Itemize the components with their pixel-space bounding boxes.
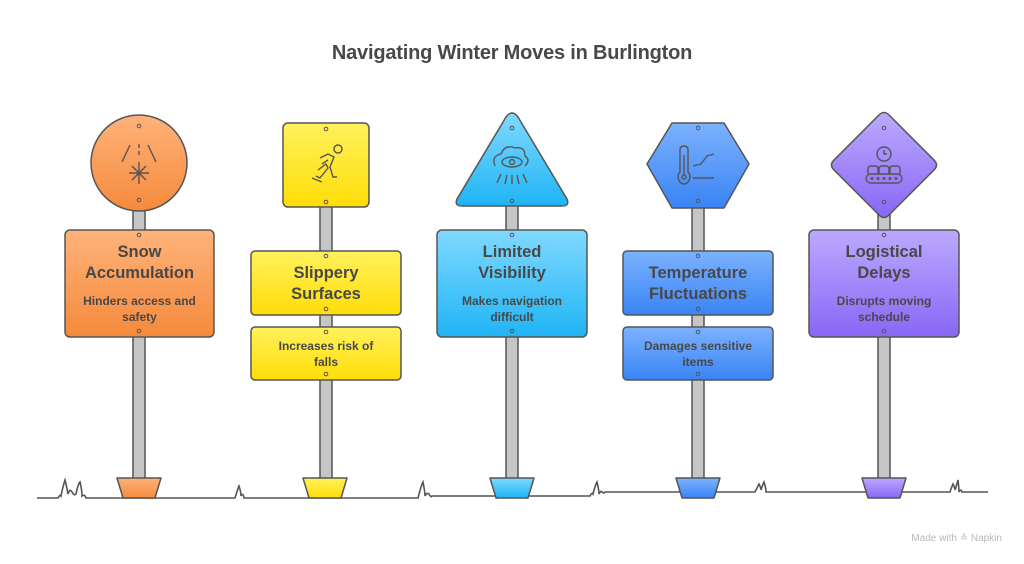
sign-base <box>489 477 535 499</box>
sign-temperature-fluctuations <box>622 122 774 499</box>
sign-logistical-delays <box>808 111 960 499</box>
sign-limited-visibility <box>436 112 588 499</box>
clock-conveyor-icon <box>865 146 903 184</box>
napkin-logo-icon: ≗ <box>959 533 969 544</box>
sign-base <box>861 477 907 499</box>
ground-line <box>37 477 988 499</box>
cloud-eye-icon <box>493 146 529 185</box>
sign-base <box>302 477 348 499</box>
diamond-sign <box>830 111 938 219</box>
page-title: Navigating Winter Moves in Burlington <box>331 42 693 64</box>
sign-snow-accumulation <box>64 114 215 499</box>
made-with-napkin[interactable]: Made with ≗ Napkin <box>911 533 1002 544</box>
thermometer-icon <box>677 145 715 185</box>
sign-base <box>116 477 162 499</box>
hexagon-sign <box>646 122 750 209</box>
snowfall-icon <box>121 144 157 184</box>
slipping-person-icon <box>311 144 343 183</box>
sign-slippery-surfaces <box>250 122 402 499</box>
sign-base <box>675 477 721 499</box>
